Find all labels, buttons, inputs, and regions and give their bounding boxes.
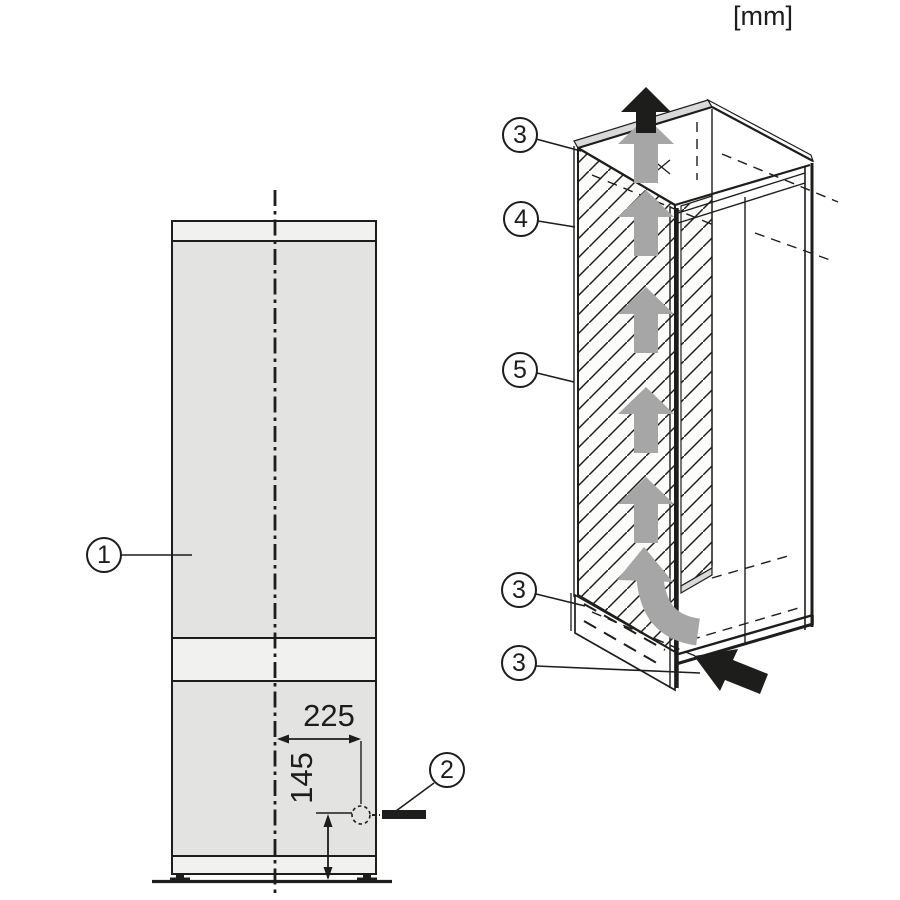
niche-floor-face [675,568,813,655]
callout-3-lower-number: 3 [512,575,526,604]
callout-1-appliance: 1 [86,537,122,573]
callout-3-bottom-leader [535,665,701,674]
callout-5-side-wall: 5 [502,352,538,388]
appliance-front-view-linework [121,190,435,897]
dim-145-arrow-top [323,814,333,827]
strip-bottom-cut-surface [680,566,713,595]
niche-isometric-linework [535,87,839,694]
plinth-vent-slots-row-2 [583,620,663,667]
exhaust-air-arrow [621,87,671,133]
appliance-left-foot [170,874,190,882]
dim-225-arrow-right [349,734,361,744]
top-edge-front-opening [674,163,811,207]
airflow-arrow-up-4 [618,387,674,453]
floor-front-edge-top [674,613,814,657]
callout-3-top-number: 3 [513,120,527,149]
hidden-floor-edge-3 [711,555,789,579]
airflow-arrow-up-5 [618,477,674,543]
mains-connection-point [351,805,371,825]
appliance-right-foot [357,874,377,882]
callout-3-top-vent: 3 [502,117,538,153]
callout-2-leader [395,782,435,812]
dim-145-label: 145 [284,752,319,804]
mains-connection-bar [382,810,426,819]
hidden-floor-edge-2 [689,606,803,641]
top-rail-inner-line-1 [674,172,806,215]
side-wall-hatched-inner-strip [680,195,713,588]
airflow-arrow-up-2 [618,190,674,256]
plinth-vent-slots-row-1 [583,603,666,651]
callout-3-top-leader [535,138,582,152]
callout-5-leader [536,372,575,383]
top-edge-front-left [577,147,676,206]
airflow-arrow-curved-head [617,547,673,582]
dim-145-arrow-bottom [323,867,333,880]
airflow-arrow-up-1 [618,117,674,183]
callout-3-base-vent: 3 [501,572,537,608]
intake-air-arrow [694,649,768,694]
callout-2-number: 2 [440,755,454,784]
callout-4-number: 4 [514,204,528,233]
airflow-arrow-curved [636,576,701,646]
callout-3-lower-leader [535,593,586,607]
hidden-top-edge-1 [591,174,717,227]
unit-label: [mm] [733,1,793,31]
callout-3-bottom-number: 3 [512,648,526,677]
top-edge-back-right [711,106,814,162]
callout-1-number: 1 [97,540,111,569]
dim-225-label: 225 [303,698,355,733]
callout-2-mains-connection: 2 [429,752,465,788]
hidden-top-edge-2 [721,153,839,203]
top-rail-inner-line-2 [677,182,806,224]
callout-4-top-frame: 4 [503,201,539,237]
dim-225-arrow-left [277,734,289,744]
airflow-arrow-up-3 [618,287,674,353]
airflow-arrows [617,117,701,646]
hidden-top-edge-3 [754,232,834,262]
callout-5-number: 5 [513,355,527,384]
niche-callout-leaders [535,138,701,674]
callout-4-leader [537,220,576,228]
callout-3-plinth-vent: 3 [501,645,537,681]
